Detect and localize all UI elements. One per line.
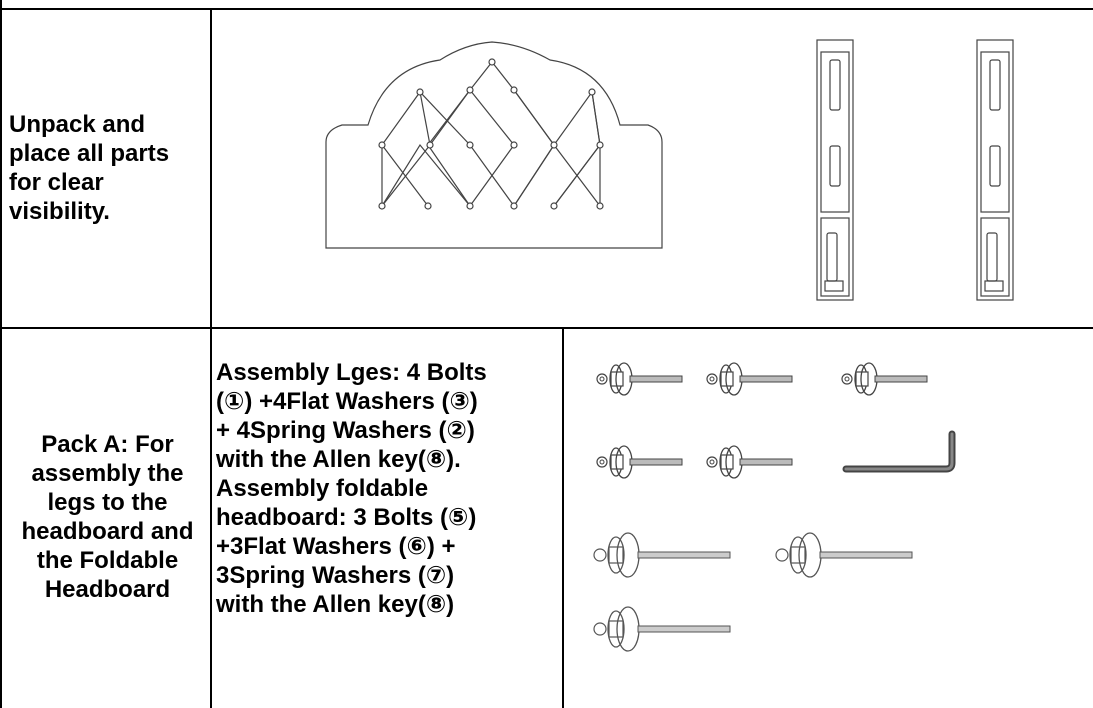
pack-a-contents: Assembly Lges: 4 Bolts (①) +4Flat Washer… (216, 358, 561, 619)
headboard-leg-icon-right (976, 39, 1014, 301)
contents-line: Assembly foldable (216, 475, 429, 502)
pack-a-title: Pack A: For assembly the legs to the hea… (21, 431, 194, 603)
hardware-illustrations (593, 362, 956, 652)
table-border-middle (0, 327, 1093, 329)
column-divider-2 (562, 327, 564, 708)
contents-line: headboard: 3 Bolts (⑤) (216, 504, 477, 531)
unpack-instruction: Unpack and place all parts for clear vis… (9, 111, 170, 225)
contents-line: (①) +4Flat Washers (③) (216, 388, 478, 415)
contents-line: with the Allen key(⑧) (216, 591, 455, 618)
headboard-leg-icon-left (816, 39, 854, 301)
tufted-headboard-icon (325, 41, 663, 249)
table-border-left-upper (0, 0, 2, 10)
table-border-left (0, 8, 2, 708)
contents-line: +3Flat Washers (⑥) + (216, 533, 456, 560)
table-border-top (0, 8, 1093, 10)
contents-line: + 4Spring Washers (②) (216, 417, 475, 444)
column-divider-1 (210, 8, 212, 708)
contents-line: with the Allen key(⑧). (216, 446, 461, 473)
allen-key-icon (842, 430, 956, 473)
contents-line: 3Spring Washers (⑦) (216, 562, 455, 589)
contents-line: Assembly Lges: 4 Bolts (216, 359, 487, 386)
